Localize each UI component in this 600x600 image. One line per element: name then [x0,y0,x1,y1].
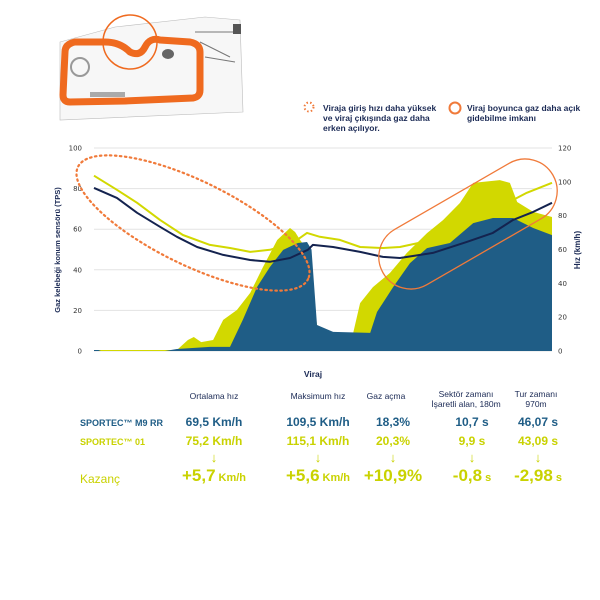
header-max-speed: Maksimum hız [273,391,363,401]
header-subtext: İşaretli alan, 180m [431,399,501,409]
y-axis-left-label: Gaz kelebeği konum sensörü (TPS) [53,187,62,313]
down-arrow-icon: ↓ [314,450,322,465]
gain-unit: % [406,466,423,485]
left-tick-label: 100 [69,145,82,153]
gain-number: +5,6 [285,466,320,485]
m9rr-value: 10,7 s [455,415,489,429]
gain-unit: Km/h [218,472,247,484]
m9rr-value: 69,5 Km/h [185,415,243,429]
dotted-annotation-ellipse [75,154,311,292]
sportec01-value: 20,3% [375,434,411,448]
sportec01-value: 75,2 Km/h [185,434,243,448]
gain-number: -2,98 [514,466,553,485]
down-arrow-icon: ↓ [468,450,476,465]
header-throttle: Gaz açma [341,391,431,401]
sportec01-value: 115,1 Km/h [286,434,350,448]
gain-value: +10,9% [343,466,443,486]
left-tick-label: 80 [73,185,82,193]
gain-number: +10,9 [363,466,407,485]
m9rr-value: 109,5 Km/h [286,415,350,429]
header-text: Gaz açma [366,391,406,401]
m9rr-value: 18,3% [375,415,411,429]
right-tick-label: 0 [558,348,562,356]
header-avg-speed: Ortalama hız [169,391,259,401]
m9rr-speed-line [93,186,553,263]
header-text: Sektör zamanı [438,389,494,399]
right-tick-label: 80 [558,212,567,220]
sportec01-value: 43,09 s [517,434,559,448]
left-tick-label: 20 [73,307,82,315]
y-axis-left-label-text: Gaz kelebeği konum sensörü (TPS) [53,187,62,313]
right-tick-label: 120 [558,145,571,153]
m9rr-value: 46,07 s [517,415,559,429]
row-label-m9rr: SPORTEC™ M9 RR [80,418,164,428]
left-tick-label: 0 [78,348,82,356]
solid-circle-icon [448,101,462,115]
left-tick-label: 40 [73,266,82,274]
header-text: Ortalama hız [189,391,239,401]
down-arrow-icon: ↓ [534,450,542,465]
right-tick-label: 20 [558,314,567,322]
left-tick-label: 60 [73,226,82,234]
track-map [59,14,244,121]
y-axis-right-label: Hız (km/h) [573,231,582,270]
solid-annotation-shape [378,158,558,290]
right-tick-label: 60 [558,246,567,254]
header-text: Tur zamanı [514,389,558,399]
right-tick-label: 40 [558,280,567,288]
gain-unit: s [555,472,562,484]
gain-unit: s [485,472,492,484]
track-path [59,35,204,106]
row-label-gain: Kazanç [80,472,121,486]
down-arrow-icon: ↓ [389,450,397,465]
gain-number: +5,7 [181,466,216,485]
x-axis-label: Viraj [304,369,322,379]
row-label-sportec01: SPORTEC™ 01 [80,437,146,447]
legend-dotted-text: Viraja giriş hızı daha yüksek ve viraj ç… [323,103,437,133]
legend-solid-text: Viraj boyunca gaz daha açık gidebilme im… [467,103,581,123]
down-arrow-icon: ↓ [210,450,218,465]
chart: 0 20 40 60 80 100 0 20 40 60 80 100 120 Viraj Gaz ke… [53,145,582,380]
dotted-circle-icon [303,101,315,113]
sportec01-speed-line [93,174,553,253]
header-text: Maksimum hız [290,391,346,401]
highlight-circle [102,14,158,70]
right-tick-label: 100 [558,178,571,186]
gain-number: -0,8 [452,466,483,485]
header-subtext: 970m [525,399,547,409]
sportec01-value: 9,9 s [458,434,486,448]
gain-unit: Km/h [322,472,351,484]
